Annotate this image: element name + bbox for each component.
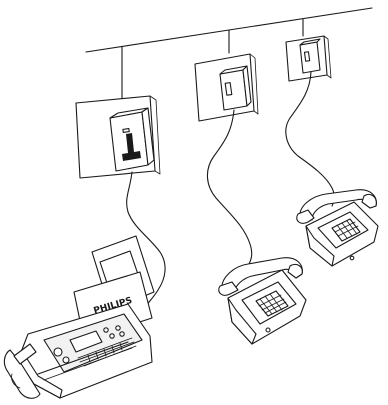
fax-handset (3, 349, 41, 399)
keypad-middle (255, 290, 289, 317)
wall-socket-middle (194, 53, 259, 267)
wall-socket-far (285, 35, 335, 207)
fax-buttons (53, 325, 137, 367)
phone-plug-main (109, 107, 155, 172)
telephone-middle (218, 257, 307, 345)
keypad-far (331, 218, 361, 242)
fax-machine: PHILIPS (3, 235, 155, 399)
wall-socket-main (75, 95, 166, 315)
fax-display (69, 330, 103, 353)
phone-plug-middle (219, 65, 252, 111)
telephone-far (296, 189, 379, 267)
telephone-line (85, 7, 373, 104)
phone-plug-far (299, 38, 321, 74)
